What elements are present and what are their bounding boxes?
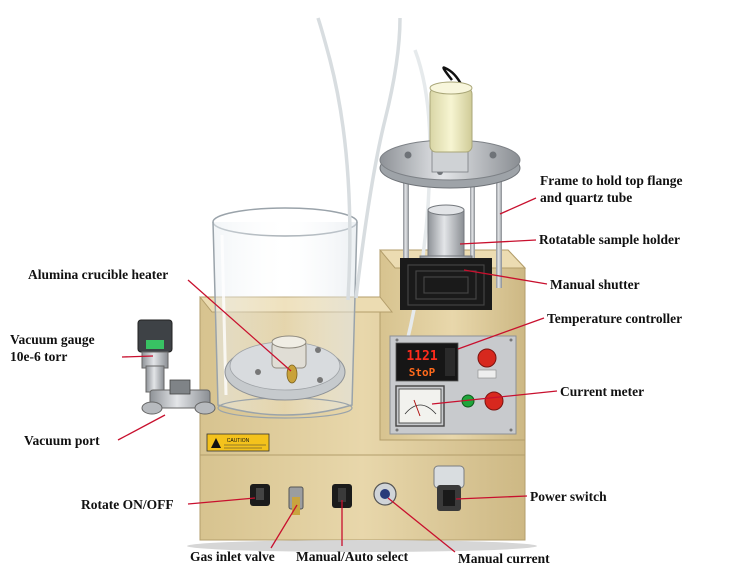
label-rotate-on-off: Rotate ON/OFF: [81, 497, 174, 512]
leader-lines: [117, 197, 558, 553]
label-vacuum-gauge: Vacuum gauge 10e-6 torr: [10, 331, 95, 365]
label-manual-shutter: Manual shutter: [550, 277, 640, 292]
warning-label-icon: CAUTION: [206, 433, 270, 452]
warning-label-title: CAUTION: [227, 438, 250, 444]
label-vacuum-port: Vacuum port: [24, 433, 100, 448]
label-current-meter: Current meter: [560, 384, 645, 399]
red-button-bottom: [484, 391, 504, 411]
leader-temperature-controller: [457, 317, 545, 350]
leader-vacuum-gauge: [121, 355, 154, 358]
red-button-top: [477, 348, 497, 368]
leader-vacuum-port: [117, 414, 166, 441]
leader-rotate: [187, 497, 256, 505]
label-gas-inlet-valve: Gas inlet valve: [190, 549, 275, 564]
label-vacuum-gauge-line1: Vacuum gauge: [10, 332, 95, 347]
leader-gas-inlet: [270, 504, 298, 549]
analog-gauge-icon: [395, 385, 445, 427]
vacuum-assembly: [137, 319, 216, 415]
leader-frame: [499, 197, 537, 215]
label-frame-line2: and quartz tube: [540, 190, 633, 205]
label-manual-current: Manual current: [458, 551, 550, 566]
leader-current-meter: [431, 390, 558, 405]
label-power-switch: Power switch: [530, 489, 607, 504]
label-rotatable-sample-holder: Rotatable sample holder: [539, 232, 680, 247]
leader-sample-holder: [459, 239, 537, 245]
crucible-heater: [255, 335, 323, 384]
control-panel: 1121 StoP: [389, 335, 517, 435]
digital-readout-icon: 1121 StoP: [395, 342, 459, 382]
label-manual-auto-select: Manual/Auto select: [296, 549, 409, 564]
leader-shutter: [463, 269, 548, 285]
label-temperature-controller: Temperature controller: [547, 311, 683, 326]
label-alumina-crucible-heater: Alumina crucible heater: [28, 267, 169, 282]
label-vacuum-gauge-line2: 10e-6 torr: [10, 349, 68, 364]
leader-crucible-heater: [187, 279, 292, 372]
sensor-cable: [442, 66, 464, 87]
leader-power-switch: [455, 495, 528, 500]
display-sv: StoP: [409, 366, 436, 379]
label-frame: Frame to hold top flange and quartz tube: [540, 172, 683, 206]
label-frame-line1: Frame to hold top flange: [540, 173, 683, 188]
shutter-plate: [400, 258, 492, 310]
display-pv: 1121: [406, 349, 437, 364]
feedthrough-cap: [429, 81, 473, 153]
top-frame: [379, 139, 521, 296]
leader-manual-current: [387, 497, 456, 553]
